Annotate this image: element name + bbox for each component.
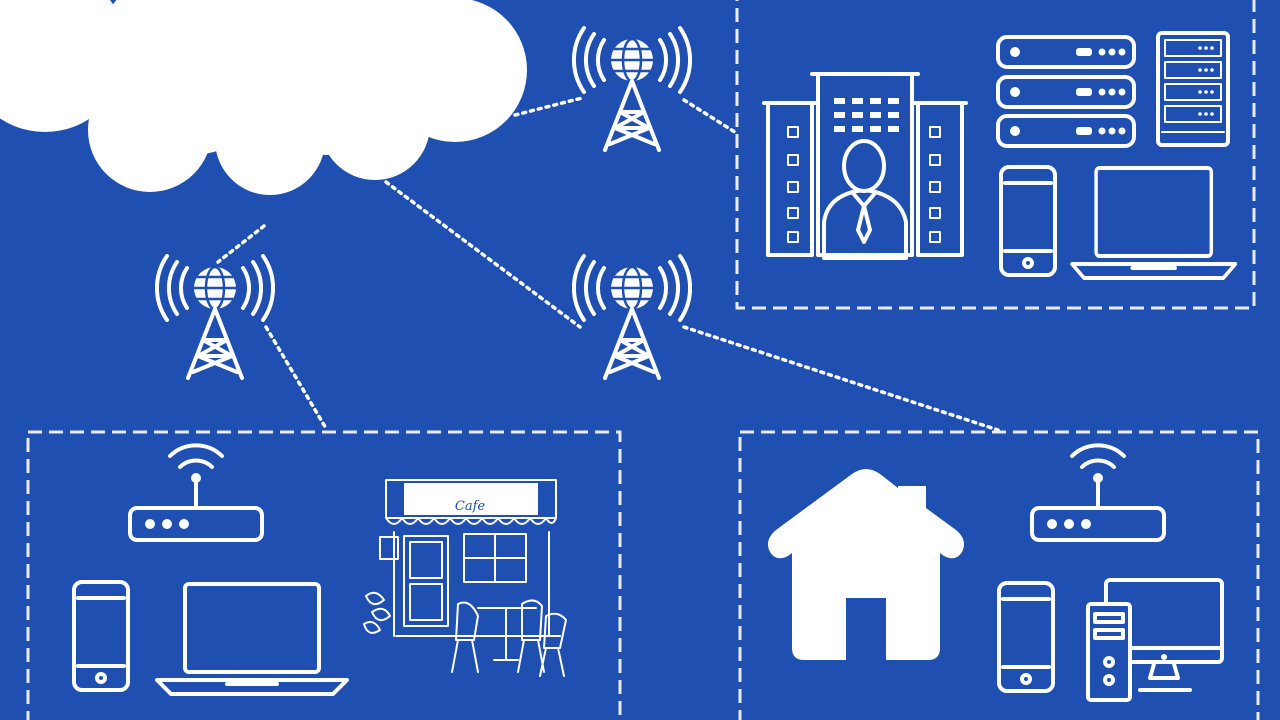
home-zone <box>738 430 1260 720</box>
server-rack-icon <box>996 31 1230 148</box>
businessman-icon <box>822 139 908 260</box>
office-building-icon <box>762 72 968 257</box>
cloud-icon <box>0 0 527 195</box>
desktop-computer-icon <box>1086 578 1224 702</box>
office-zone <box>735 0 1256 310</box>
house-icon <box>768 469 964 660</box>
cafe-storefront-icon: Cafe <box>363 479 567 677</box>
cafe-sign-text: Cafe <box>455 499 486 514</box>
connection-links <box>216 96 1000 432</box>
cafe-zone <box>26 430 622 720</box>
